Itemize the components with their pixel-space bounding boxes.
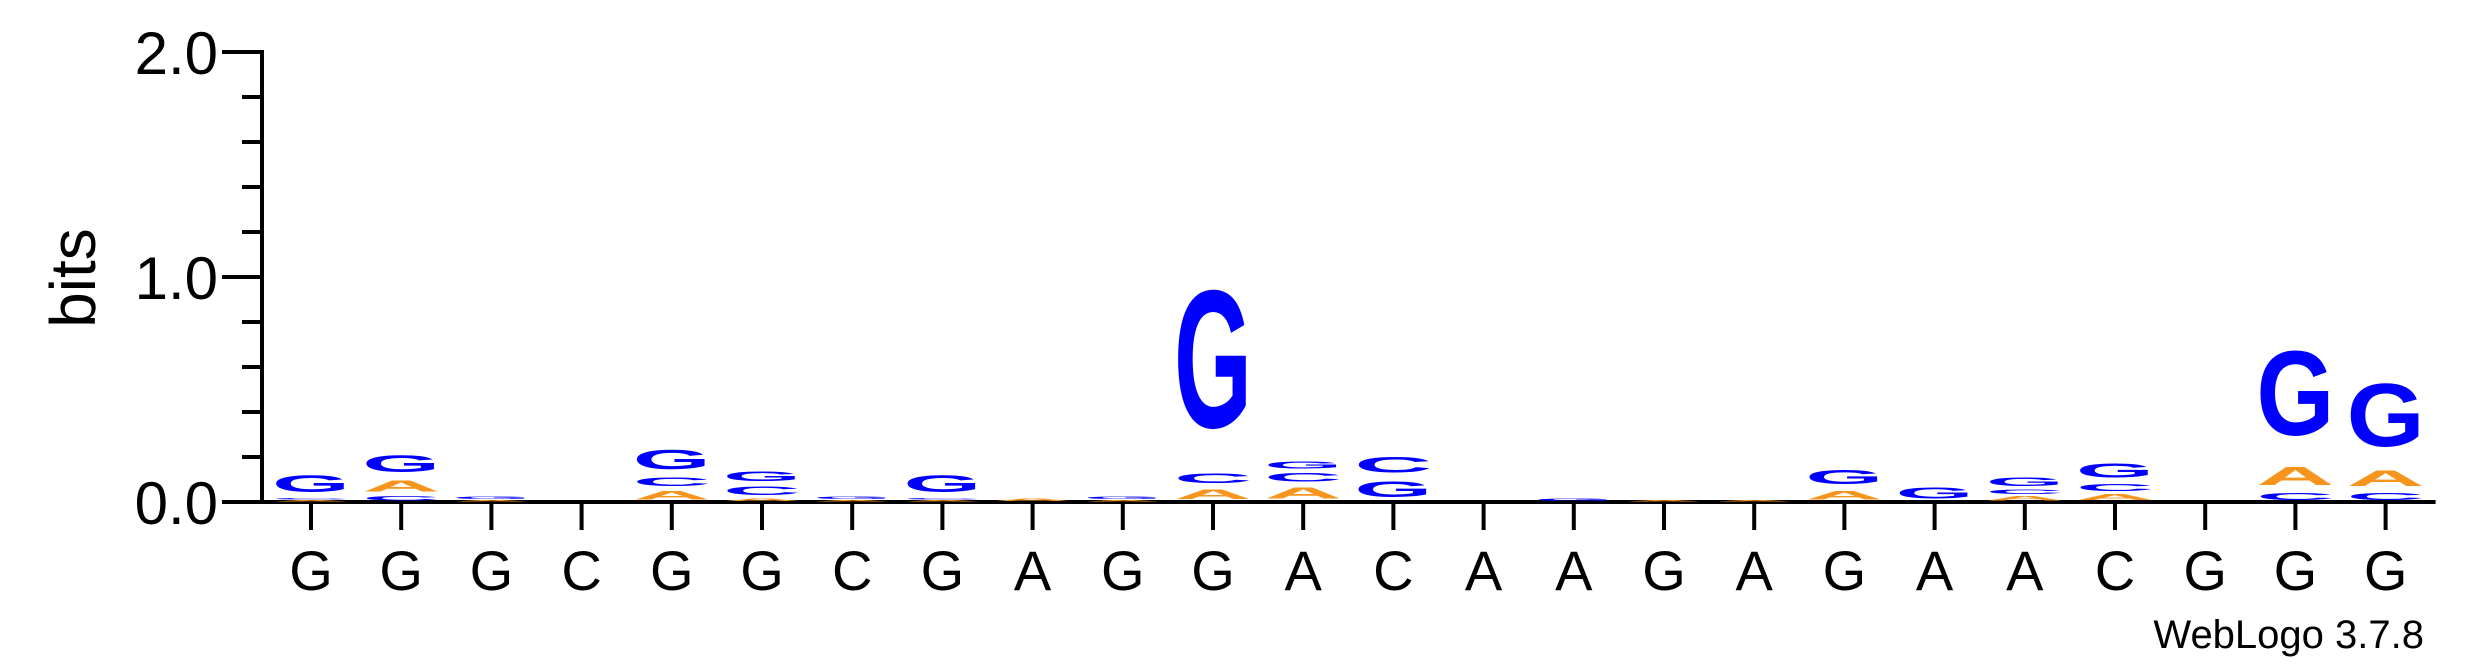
logo-letter-g: G [1174, 251, 1252, 470]
x-tick-label: A [2006, 539, 2044, 602]
logo-letter-a: A [2256, 461, 2334, 490]
logo-letter-g: G [452, 495, 530, 499]
x-tick-label: G [1642, 539, 1686, 602]
logo-letter-a: A [1805, 489, 1883, 502]
logo-letter-c: C [2256, 491, 2334, 502]
x-tick-label: G [740, 539, 784, 602]
logo-letter-a: A [362, 477, 440, 495]
y-tick-label: 0.0 [135, 470, 218, 537]
logo-letter-a: A [1084, 500, 1162, 502]
logo-letter-g: G [1986, 475, 2064, 489]
logo-letter-g: G [1535, 498, 1613, 502]
logo-letter-g: G [272, 471, 350, 498]
logo-letter-c: C [1174, 471, 1252, 487]
logo-letter-g: G [2347, 366, 2425, 466]
x-tick-label: G [650, 539, 694, 602]
logo-letter-g: G [362, 450, 440, 477]
x-tick-label: C [2095, 539, 2135, 602]
y-axis-label: bits [37, 228, 109, 328]
x-tick-label: A [1465, 539, 1503, 602]
y-tick-label: 1.0 [135, 245, 218, 312]
x-tick-label: C [1373, 539, 1413, 602]
logo-letter-c: C [1264, 471, 1342, 484]
x-tick-label: A [1014, 539, 1052, 602]
x-tick-label: G [921, 539, 965, 602]
logo-letter-g: G [1805, 466, 1883, 488]
logo-letter-c: C [1354, 452, 1432, 477]
x-tick-label: C [561, 539, 601, 602]
x-tick-label: A [1736, 539, 1774, 602]
x-tick-label: G [2364, 539, 2408, 602]
logo-letter-a: A [903, 500, 981, 502]
logo-letter-g: G [1896, 484, 1974, 502]
logo-letter-c: C [903, 498, 981, 500]
logo-letter-c: C [1986, 489, 2064, 496]
logo-letter-a: A [272, 500, 350, 502]
x-tick-label: G [1101, 539, 1145, 602]
logo-letter-c: C [723, 484, 801, 497]
logo-letter-g: G [1354, 477, 1432, 502]
logo-letter-c: C [362, 495, 440, 502]
logo-letter-g: G [633, 443, 711, 475]
x-tick-label: A [1916, 539, 1954, 602]
logo-letter-g: G [2076, 460, 2154, 482]
logo-letter-a: A [813, 500, 891, 502]
x-tick-label: G [1823, 539, 1867, 602]
y-axis: 0.0 1.0 2.0 [135, 20, 264, 537]
logo-letter-c: C [2347, 491, 2425, 502]
x-tick-label: G [2274, 539, 2318, 602]
logo-letter-a: A [1715, 500, 1793, 502]
weblogo-credit: WebLogo 3.7.8 [2153, 613, 2424, 657]
logo-letter-a: A [1986, 495, 2064, 502]
logo-letter-g: G [1264, 459, 1342, 470]
logo-letter-g: G [2256, 327, 2334, 461]
logo-letter-c: C [2076, 482, 2154, 493]
x-tick-label: G [2183, 539, 2227, 602]
x-tick-label: C [832, 539, 872, 602]
x-tick-label: A [1555, 539, 1593, 602]
x-tick-label: G [470, 539, 514, 602]
logo-letter-c: C [272, 498, 350, 500]
logo-letter-g: G [723, 468, 801, 484]
logo-letter-a: A [1174, 486, 1252, 502]
logo-letter-g: G [813, 495, 891, 499]
logo-letter-a: A [723, 498, 801, 502]
logo-letter-c: C [633, 475, 711, 488]
y-tick-label: 2.0 [135, 20, 218, 87]
logo-letter-a: A [2076, 493, 2154, 502]
logo-letter-a: A [994, 498, 1072, 502]
logo-letter-a: A [633, 489, 711, 502]
x-tick-label: A [1285, 539, 1323, 602]
x-tick-label: G [289, 539, 333, 602]
logo-letter-a: A [452, 500, 530, 502]
x-tick-label: G [1191, 539, 1235, 602]
logo-letter-g: G [903, 471, 981, 498]
x-tick-label: G [379, 539, 423, 602]
logo-letter-g: G [1084, 495, 1162, 499]
logo-letter-a: A [1264, 484, 1342, 502]
logo-letter-a: A [1625, 500, 1703, 502]
logo-letter-a: A [2347, 466, 2425, 491]
